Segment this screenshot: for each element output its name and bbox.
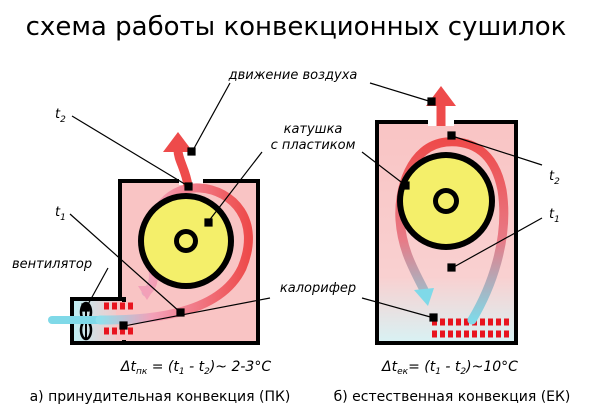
heater-a [104,302,134,335]
heater-b [432,318,510,338]
label-heater: калорифер [280,281,356,296]
label-coil-line1: катушка [284,122,343,137]
air-arrow-inner-a [138,286,156,300]
exhaust-arrow-a [163,132,193,152]
natural-convection-dryer [375,86,518,345]
label-fan: вентилятор [12,257,92,272]
formula-forced: Δtпк = (t1 - t2)~ 2-3°C [120,359,271,377]
label-air-movement: движение воздуха [228,68,358,83]
formula-natural: Δtек= (t1 - t2)~10°C [381,359,518,377]
air-flow-b [395,137,509,325]
filament-spool-b [397,152,495,250]
caption-natural: б) естественная конвекция (ЕК) [334,389,571,405]
label-coil-line2: с пластиком [271,138,356,153]
label-t1-right: t1 [549,207,560,225]
diagram-title: схема работы конвекционных сушилок [26,12,567,42]
label-t2-left: t2 [55,107,66,125]
air-arrow-inner-b [414,288,434,306]
caption-forced: а) принудительная конвекция (ПК) [30,389,291,405]
label-t2-right: t2 [549,169,560,187]
label-t1-left: t1 [55,205,66,223]
leader-lines [69,82,543,330]
exhaust-flow-a [173,149,193,187]
